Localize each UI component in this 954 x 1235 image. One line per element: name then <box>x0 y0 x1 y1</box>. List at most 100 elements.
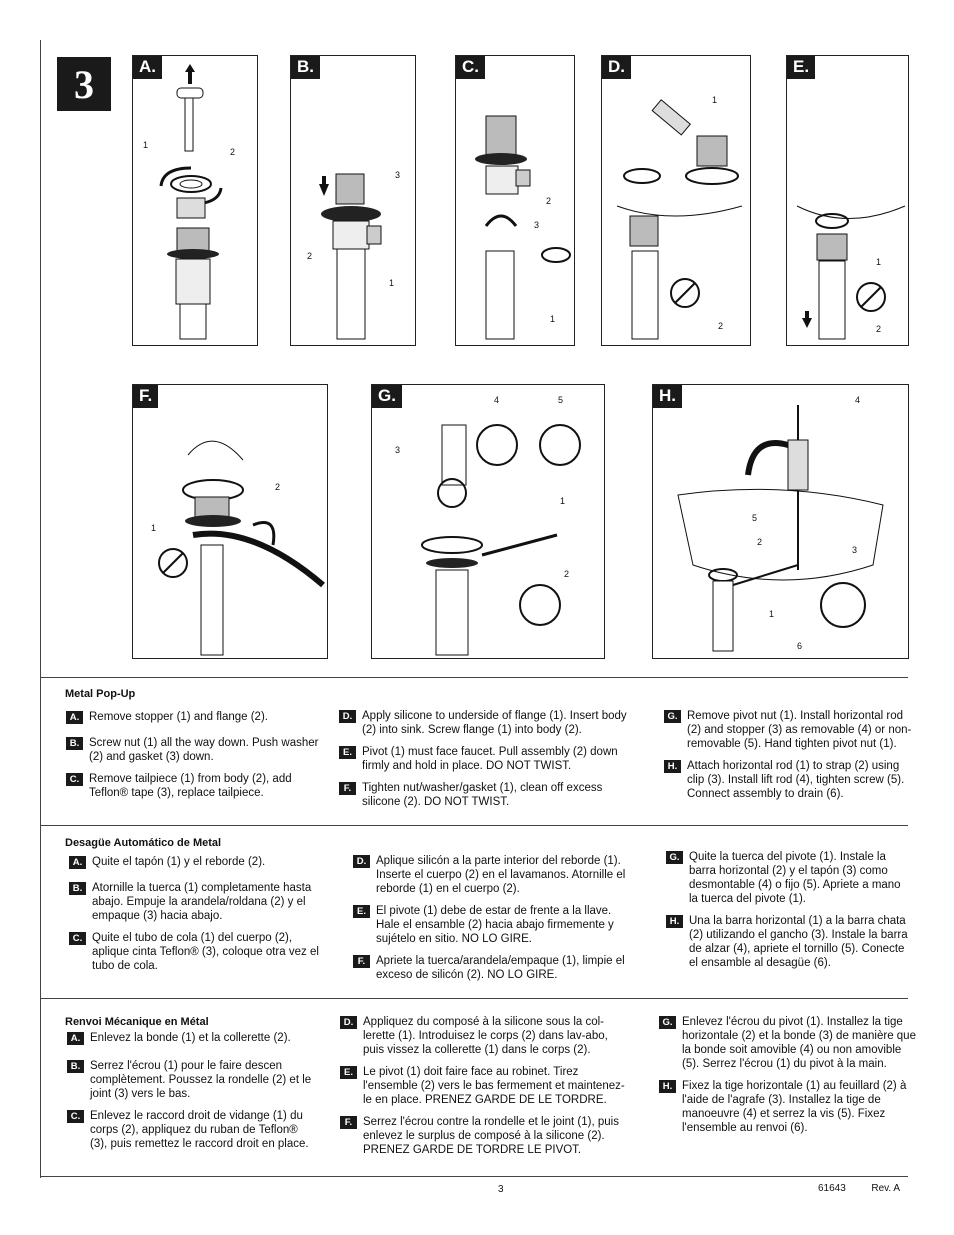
step-letter-badge: D. <box>353 855 370 868</box>
instruction-column: D. Apply silicone to underside of flange … <box>339 709 629 817</box>
step-number-badge: 3 <box>57 57 111 111</box>
step-letter-badge: C. <box>66 773 83 786</box>
tighten-nut-illustration <box>158 440 325 656</box>
instruction-text: Quite la tuerca del pivote (1). Instale … <box>689 851 901 905</box>
callout: 2 <box>275 482 281 492</box>
section-title: Metal Pop-Up <box>65 688 136 700</box>
instruction-text: Serrez l'écrou (1) pour le faire descen … <box>90 1060 312 1100</box>
instruction-item: B. Serrez l'écrou (1) pour le faire desce… <box>67 1059 317 1101</box>
callout: 2 <box>718 321 724 331</box>
instruction-text: Le pivot (1) doit faire face au robinet.… <box>363 1066 625 1106</box>
instruction-item: A.Enlevez la bonde (1) et la collerette … <box>67 1031 317 1045</box>
callout: 2 <box>564 569 570 579</box>
callout: 4 <box>494 395 500 405</box>
callout: 1 <box>560 496 566 506</box>
instruction-item: G.Remove pivot nut (1). Install horizont… <box>664 709 919 751</box>
callout: 2 <box>307 251 313 261</box>
instruction-item: C. Remove tailpiece (1) from body (2), ad… <box>66 772 321 800</box>
step-letter-badge: B. <box>69 882 86 895</box>
instruction-text: Remove tailpiece (1) from body (2), add … <box>89 773 292 799</box>
step-letter-badge: A. <box>66 711 83 724</box>
callout: 5 <box>752 513 758 523</box>
instruction-text: Quite el tapón (1) y el reborde (2). <box>92 856 266 868</box>
instruction-text: Aplique silicón a la parte interior del … <box>376 855 626 895</box>
instruction-item: B. Atornille la tuerca (1) completamente … <box>69 881 324 923</box>
instruction-item: F.Apriete la tuerca/arandela/empaque (1)… <box>353 954 633 982</box>
instruction-text: Enlevez le raccord droit de vidange (1) … <box>90 1110 309 1150</box>
instruction-text: Quite el tubo de cola (1) del cuerpo (2)… <box>92 932 319 972</box>
panel-b: B. 3 2 1 <box>290 55 416 346</box>
callout: 6 <box>797 641 803 651</box>
instruction-text: Serrez l'écrou contre la rondelle et le … <box>363 1116 619 1156</box>
instruction-item: F. Serrez l'écrou contre la rondelle et l… <box>340 1115 632 1157</box>
panel-label: H. <box>653 385 682 408</box>
instruction-text: Apply silicone to underside of flange (1… <box>362 710 627 736</box>
instruction-column: D. Appliquez du composé à la silicone sou… <box>340 1015 632 1165</box>
step-letter-badge: G. <box>664 710 681 723</box>
callout: 2 <box>546 196 552 206</box>
instruction-item: E. Le pivot (1) doit faire face au robine… <box>340 1065 632 1107</box>
instruction-item: G.Enlevez l'écrou du pivot (1). Installe… <box>659 1015 917 1071</box>
instruction-text: Enlevez l'écrou du pivot (1). Installez … <box>682 1016 916 1070</box>
callout: 3 <box>852 545 858 555</box>
step-letter-badge: C. <box>69 932 86 945</box>
callout: 3 <box>395 170 401 180</box>
remove-tailpiece-illustration <box>475 115 571 340</box>
instruction-item: C. Quite el tubo de cola (1) del cuerpo (… <box>69 931 324 973</box>
step-letter-badge: B. <box>66 737 83 750</box>
callout: 4 <box>855 395 861 405</box>
step-letter-badge: B. <box>67 1060 84 1073</box>
step-letter-badge: F. <box>339 782 356 795</box>
instruction-item: E. El pivote (1) debe de estar de frente … <box>353 904 633 946</box>
instruction-text: Fixez la tige horizontale (1) au feuilla… <box>682 1080 907 1134</box>
doc-number: 61643 <box>818 1183 846 1194</box>
callout: 3 <box>395 445 401 455</box>
step-letter-badge: H. <box>659 1080 676 1093</box>
instruction-item: D. Aplique silicón a la parte interior de… <box>353 854 633 896</box>
panel-d: D. 1 2 <box>601 55 751 346</box>
step-letter-badge: G. <box>666 851 683 864</box>
panel-label: A. <box>133 56 162 79</box>
instruction-column: G. Quite la tuerca del pivote (1). Instal… <box>666 850 911 978</box>
instruction-column: G.Remove pivot nut (1). Install horizont… <box>664 709 919 809</box>
section-title: Renvoi Mécanique en Métal <box>65 1016 209 1028</box>
panel-label: D. <box>602 56 631 79</box>
apply-silicone-illustration <box>616 99 743 340</box>
instruction-text: Screw nut (1) all the way down. Push was… <box>89 737 319 763</box>
callout: 1 <box>550 314 556 324</box>
step-letter-badge: D. <box>339 710 356 723</box>
step-letter-badge: E. <box>353 905 370 918</box>
instruction-text: Atornille la tuerca (1) completamente ha… <box>92 882 312 922</box>
instruction-text: Appliquez du composé à la silicone sous … <box>363 1016 608 1056</box>
panel-a: A. 1 2 <box>132 55 258 346</box>
panel-label: B. <box>291 56 320 79</box>
instruction-text: Remove stopper (1) and flange (2). <box>89 711 268 723</box>
callout: 2 <box>757 537 763 547</box>
instruction-text: Pivot (1) must face faucet. Pull assembl… <box>362 746 618 772</box>
section-divider <box>40 677 908 678</box>
instruction-item: E.Pivot (1) must face faucet. Pull assem… <box>339 745 629 773</box>
instruction-column: D. Aplique silicón a la parte interior de… <box>353 854 633 990</box>
instruction-item: A.Quite el tapón (1) y el reborde (2). <box>69 855 324 869</box>
instruction-text: El pivote (1) debe de estar de frente a … <box>376 905 614 945</box>
section-divider <box>40 825 908 826</box>
instruction-column: A.Enlevez la bonde (1) et la collerette … <box>67 1031 317 1159</box>
panel-f: F. 2 1 <box>132 384 328 659</box>
page-number: 3 <box>498 1184 504 1195</box>
callout: 1 <box>389 278 395 288</box>
instruction-item: D. Apply silicone to underside of flange … <box>339 709 629 737</box>
screw-nut-illustration <box>319 173 382 340</box>
step-letter-badge: F. <box>340 1116 357 1129</box>
panel-g: G. 4 5 3 1 2 <box>371 384 605 659</box>
instruction-item: D. Appliquez du composé à la silicone sou… <box>340 1015 632 1057</box>
connect-assembly-illustration <box>677 405 884 652</box>
step-letter-badge: D. <box>340 1016 357 1029</box>
panel-e: E. 1 2 <box>786 55 909 346</box>
instruction-column: A. Remove stopper (1) and flange (2). B. S… <box>66 710 321 808</box>
callout: 1 <box>876 257 882 267</box>
instruction-item: H.Una la barra horizontal (1) a la barra… <box>666 914 911 970</box>
panel-label: F. <box>133 385 159 408</box>
instruction-column: A.Quite el tapón (1) y el reborde (2). B… <box>69 855 324 981</box>
step-letter-badge: E. <box>340 1066 357 1079</box>
instruction-item: F.Tighten nut/washer/gasket (1), clean o… <box>339 781 629 809</box>
